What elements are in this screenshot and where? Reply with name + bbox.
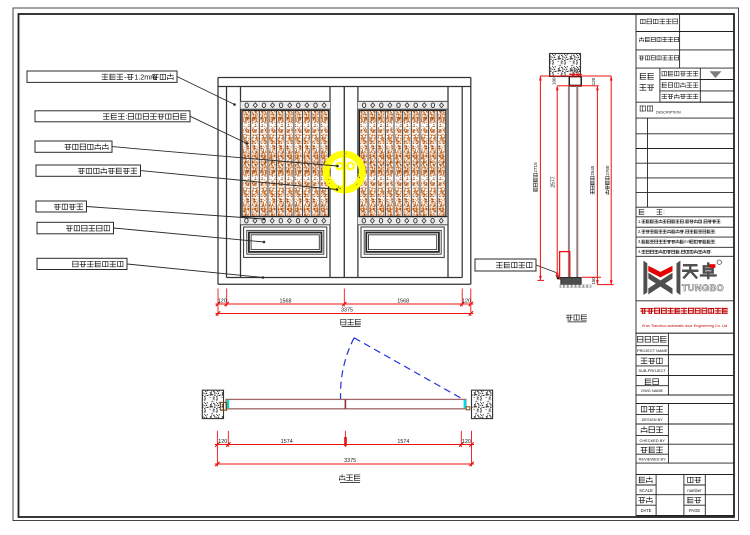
svg-text:Xi'an Tianzhuo automatic door: Xi'an Tianzhuo automatic door Engineerin… xyxy=(642,324,728,328)
svg-text:CHECKED BY: CHECKED BY xyxy=(640,438,666,443)
svg-text:1574: 1574 xyxy=(281,439,293,445)
svg-text:.: . xyxy=(715,229,716,234)
svg-text:,: , xyxy=(680,249,681,254)
svg-text:SCALE: SCALE xyxy=(639,488,653,493)
svg-text:3.: 3. xyxy=(638,239,641,244)
svg-text:3375: 3375 xyxy=(341,308,353,314)
svg-text:1.: 1. xyxy=(638,219,641,224)
svg-text:1568: 1568 xyxy=(397,298,409,304)
svg-text:2760: 2760 xyxy=(605,165,610,176)
svg-text:TUNGBO: TUNGBO xyxy=(682,283,724,293)
svg-text:PAGE: PAGE xyxy=(689,508,701,513)
svg-text:1568: 1568 xyxy=(280,298,292,304)
svg-text:number: number xyxy=(687,488,702,493)
svg-text:DESCRIPTION: DESCRIPTION xyxy=(656,111,681,115)
svg-text:,: , xyxy=(684,219,685,224)
svg-text:4.: 4. xyxy=(638,249,641,254)
svg-text::: : xyxy=(125,112,127,121)
svg-text:,: , xyxy=(702,219,703,224)
svg-text:DWG NAME: DWG NAME xyxy=(641,388,663,393)
svg-text:-: - xyxy=(124,72,127,81)
svg-text:100: 100 xyxy=(551,77,556,85)
svg-text:2577: 2577 xyxy=(551,176,557,187)
svg-text:2715: 2715 xyxy=(533,162,538,173)
svg-text:REVIEWED BY: REVIEWED BY xyxy=(639,457,666,462)
svg-text:SUB-PROJECT: SUB-PROJECT xyxy=(638,368,666,373)
svg-text:DATE: DATE xyxy=(641,508,652,513)
svg-text:DESIGN BY: DESIGN BY xyxy=(642,417,664,422)
svg-text:.: . xyxy=(721,219,722,224)
svg-text::: : xyxy=(663,209,665,216)
svg-text:120: 120 xyxy=(462,439,471,445)
svg-text:,: , xyxy=(684,229,685,234)
svg-text:150: 150 xyxy=(591,277,596,285)
svg-text:150: 150 xyxy=(572,69,581,75)
svg-text:1574: 1574 xyxy=(397,439,409,445)
svg-text:1.2mm: 1.2mm xyxy=(134,72,156,81)
svg-text:.: . xyxy=(711,249,712,254)
svg-text:120: 120 xyxy=(591,77,596,85)
svg-text:120: 120 xyxy=(218,439,227,445)
svg-text:2545: 2545 xyxy=(590,165,595,176)
svg-text:TUNGBO: TUNGBO xyxy=(683,283,723,293)
svg-text:120: 120 xyxy=(218,298,227,304)
svg-text:mm,: mm, xyxy=(684,239,692,244)
svg-text:.: . xyxy=(715,239,716,244)
svg-text:PROJECT NAME: PROJECT NAME xyxy=(637,348,668,353)
svg-text:120: 120 xyxy=(462,298,471,304)
svg-text:2.: 2. xyxy=(638,229,641,234)
svg-text:3375: 3375 xyxy=(344,458,356,464)
